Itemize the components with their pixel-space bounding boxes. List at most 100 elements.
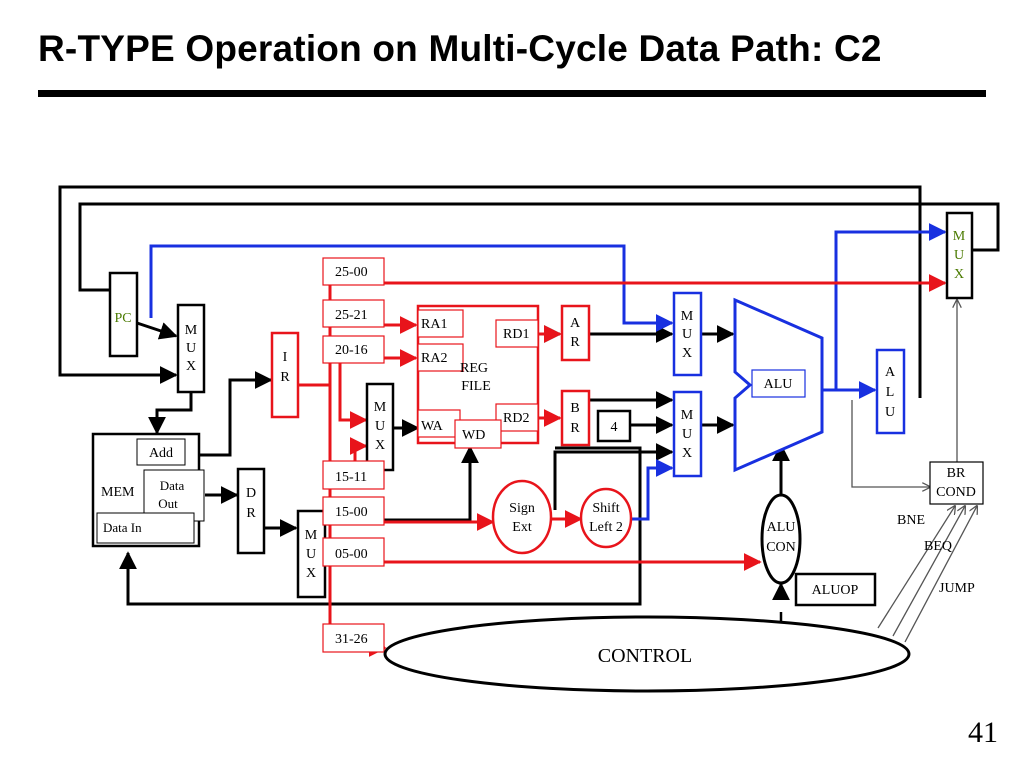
signal-bne: BNE: [897, 513, 925, 528]
control-unit: CONTROL: [383, 615, 911, 693]
constant-four: 4: [596, 409, 632, 443]
dr-label-1: D: [246, 486, 256, 501]
pc-source-mux-label-2: U: [954, 248, 964, 263]
branch-condition: BR COND: [929, 461, 984, 505]
wire-beq: [892, 506, 965, 637]
sign-ext-label-1: Sign: [509, 501, 535, 516]
control-wires: [851, 300, 977, 643]
wire-jump: [904, 506, 977, 643]
reg-file-name-1: REG: [460, 361, 488, 376]
write-reg-mux: M U X: [365, 382, 395, 472]
alu-mux-a-label-1: M: [681, 309, 694, 324]
alu-out-label-2: L: [886, 385, 895, 400]
alu-control: ALU CON: [760, 493, 802, 585]
alu: ALU: [733, 297, 824, 473]
field-15-11: 15-11: [335, 470, 367, 485]
wire-shift-to-alumux: [632, 459, 674, 521]
alu-mux-a-label-2: U: [682, 327, 692, 342]
wire-alu-to-topmux: [834, 223, 947, 390]
pc-label: PC: [114, 311, 131, 326]
b-register-label-1: B: [570, 401, 579, 416]
memory-data-in: Data In: [103, 520, 142, 535]
reg-mux-label-2: U: [375, 419, 385, 434]
wire-mux-to-mem: [148, 392, 193, 435]
wire-b-to-datain: [119, 446, 642, 606]
shift-left-2: Shift Left 2: [579, 487, 633, 549]
alu-label: ALU: [764, 377, 793, 392]
memory-data-out-2: Out: [158, 496, 178, 511]
wd-mux-label-3: X: [306, 566, 316, 581]
ir-field-labels: [322, 257, 385, 653]
ir-label-1: I: [283, 350, 288, 365]
page-number: 41: [968, 716, 998, 749]
pc-mux-label-1: M: [185, 323, 198, 338]
b-register: B R: [560, 389, 591, 447]
alu-mux-a-label-3: X: [682, 346, 692, 361]
alu-out-register: A L U: [875, 348, 906, 435]
a-register-label-2: R: [570, 335, 580, 350]
wd-mux-label-2: U: [306, 547, 316, 562]
register-file: RA1 RA2 REG FILE RD1 RD2 WA WD: [416, 304, 540, 449]
aluop-box: ALUOP: [794, 572, 877, 607]
b-register-label-2: R: [570, 421, 580, 436]
title-rule: [38, 90, 986, 97]
reg-file-name-2: FILE: [461, 379, 491, 394]
a-register: A R: [560, 304, 591, 362]
shift-label-1: Shift: [592, 501, 619, 516]
field-20-16: 20-16: [335, 343, 368, 358]
wire-pc-to-alumux: [149, 244, 674, 332]
reg-file-wd: WD: [462, 428, 485, 443]
shift-label-2: Left 2: [589, 520, 623, 535]
memory-data-out-1: Data: [160, 478, 185, 493]
a-register-label-1: A: [570, 316, 581, 331]
write-data-mux: M U X: [296, 509, 327, 599]
wire-ext-to-mux: [553, 443, 674, 510]
wire-bne: [877, 506, 955, 629]
field-15-00: 15-00: [335, 505, 368, 520]
reg-mux-label-1: M: [374, 400, 387, 415]
pc-source-mux-label-1: M: [953, 229, 966, 244]
pc-mux-label-3: X: [186, 359, 196, 374]
reg-file-rd2: RD2: [503, 411, 529, 426]
pc-source-mux-label-3: X: [954, 267, 964, 282]
br-cond-label-2: COND: [936, 485, 976, 500]
sign-ext-label-2: Ext: [512, 520, 532, 535]
pc-source-mux: M U X: [945, 211, 974, 300]
constant-four-label: 4: [611, 420, 618, 435]
pc-register: PC: [108, 271, 139, 358]
field-31-26: 31-26: [335, 632, 368, 647]
alu-mux-b-label-2: U: [682, 427, 692, 442]
ir-label-2: R: [280, 370, 290, 385]
wire-pc-loop: [78, 202, 1000, 312]
alu-mux-b-label-1: M: [681, 408, 694, 423]
alu-mux-b: M U X: [672, 390, 703, 478]
field-05-00: 05-00: [335, 547, 368, 562]
memory-add-label: Add: [149, 446, 173, 461]
wire-pc-to-mux: [136, 321, 178, 340]
wire-mem-to-ir: [200, 371, 273, 457]
memory-name: MEM: [101, 485, 135, 500]
alu-out-label-1: A: [885, 365, 896, 380]
memory-unit: Add MEM Data Out Data In: [91, 432, 205, 548]
instruction-register: I R: [270, 331, 300, 419]
reg-mux-label-3: X: [375, 438, 385, 453]
reg-file-ra1: RA1: [421, 317, 447, 332]
blue-wires: [149, 223, 947, 521]
alu-out-label-3: U: [885, 405, 895, 420]
pc-mux: M U X: [176, 303, 206, 394]
signal-beq: BEQ: [924, 539, 952, 554]
reg-file-wa: WA: [421, 419, 444, 434]
field-25-00: 25-00: [335, 265, 368, 280]
alu-con-label-1: ALU: [767, 520, 796, 535]
reg-file-ra2: RA2: [421, 351, 447, 366]
br-cond-label-1: BR: [947, 466, 966, 481]
wire-alu-zero-to-brcond: [851, 400, 930, 487]
pc-mux-label-2: U: [186, 341, 196, 356]
control-label: CONTROL: [598, 645, 692, 667]
signal-jump: JUMP: [939, 581, 975, 596]
field-25-21: 25-21: [335, 308, 368, 323]
aluop-label: ALUOP: [812, 583, 859, 598]
slide-title: R-TYPE Operation on Multi-Cycle Data Pat…: [38, 28, 882, 69]
data-register: D R: [236, 467, 266, 555]
